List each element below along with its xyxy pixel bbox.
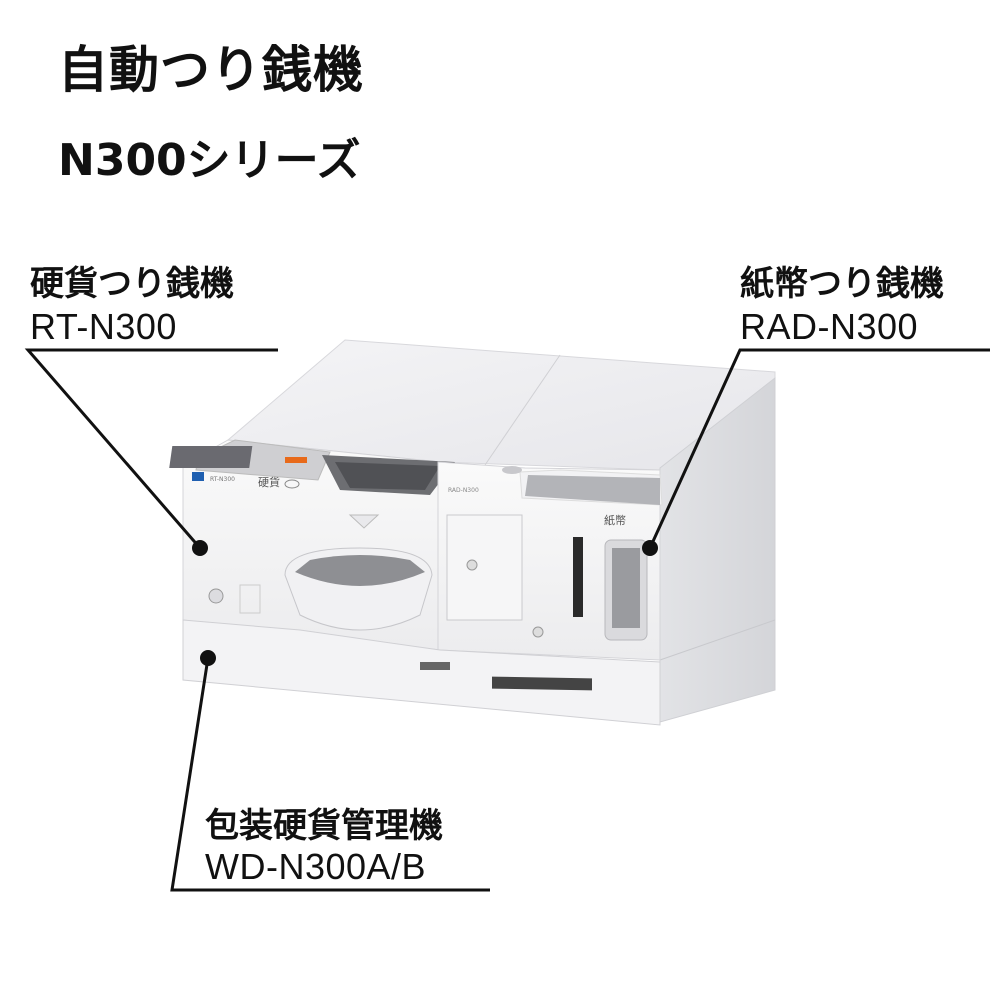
coin-unit-model-text: RT-N300 <box>210 476 235 483</box>
bill-marker-dot <box>642 540 658 556</box>
wrapped-coin-unit-front <box>182 619 661 726</box>
wrapped-unit-name: 包装硬貨管理機 <box>205 806 443 846</box>
coin-display-screen <box>169 446 253 468</box>
bill-door <box>446 514 523 621</box>
series-title: N300シリーズ <box>58 135 361 186</box>
bill-unit-model: RAD-N300 <box>740 306 919 347</box>
page-title: 自動つり銭機 <box>58 41 364 99</box>
bill-unit-name: 紙幣つり銭機 <box>740 264 944 304</box>
wrapped-marker-dot <box>200 650 216 666</box>
coin-unit-model: RT-N300 <box>30 306 177 347</box>
bill-unit-model-text: RAD-N300 <box>448 487 479 494</box>
bill-unit-label-text: 紙幣 <box>604 513 626 527</box>
bill-slot <box>573 537 583 617</box>
wrapped-leader-line <box>170 657 490 892</box>
coin-marker-dot <box>192 540 208 556</box>
brand-logo <box>192 472 204 481</box>
bill-top-window <box>525 475 660 505</box>
display-orange-bar <box>285 457 307 463</box>
coin-unit-label-text: 硬貨 <box>258 475 280 489</box>
coin-lock-icon <box>208 588 224 604</box>
coin-unit-name: 硬貨つり銭機 <box>30 264 234 304</box>
wrapped-coin-slot <box>492 676 592 691</box>
coin-leader-line <box>24 348 278 549</box>
wrapped-unit-model: WD-N300A/B <box>205 846 427 887</box>
bill-leader-line <box>648 348 990 549</box>
